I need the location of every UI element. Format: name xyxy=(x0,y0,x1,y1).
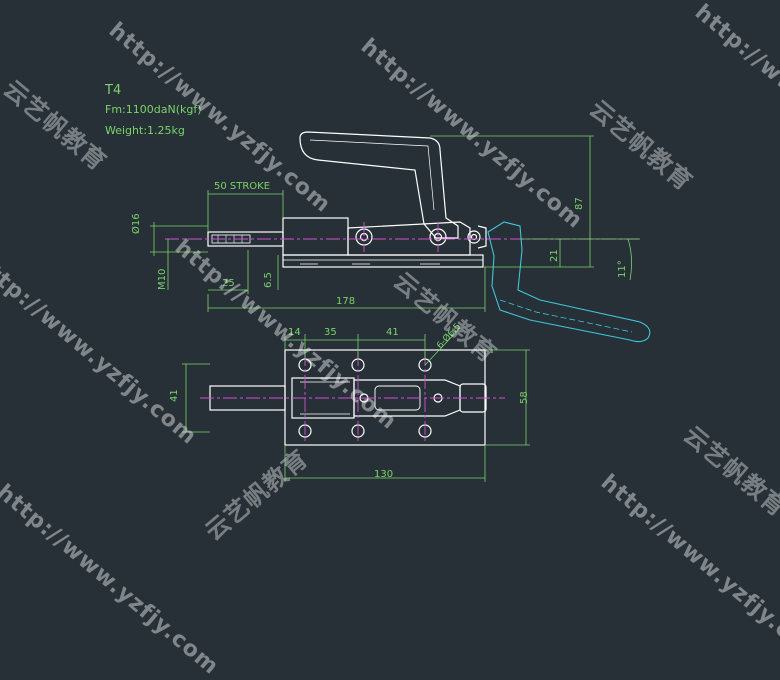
base-plate xyxy=(282,254,484,268)
body-block xyxy=(282,217,349,256)
top-centerlines xyxy=(200,352,505,443)
dim-130: 130 xyxy=(374,469,394,480)
dim-41-side: 41 xyxy=(169,389,180,402)
dim-178: 178 xyxy=(336,296,356,307)
top-dimensions xyxy=(182,327,530,482)
drawing-canvas xyxy=(150,131,651,482)
dim-14: 14 xyxy=(288,327,301,338)
phantom-handle-open xyxy=(487,221,651,343)
dim-stroke: 50 STROKE xyxy=(214,181,271,192)
dim-thread: M10 xyxy=(157,268,168,290)
side-view xyxy=(207,131,487,268)
dim-58: 58 xyxy=(519,391,530,404)
dim-41-top: 41 xyxy=(386,327,399,338)
dim-21: 21 xyxy=(549,249,560,262)
spec-weight: Weight:1.25kg xyxy=(105,124,185,137)
spec-model: T4 xyxy=(105,83,122,98)
side-dimensions xyxy=(150,135,640,312)
dim-25: 25 xyxy=(222,278,235,289)
spec-force: Fm:1100daN(kgf) xyxy=(105,103,202,116)
handle xyxy=(299,131,459,239)
dim-angle: 11° xyxy=(617,260,628,278)
pivot-3 xyxy=(467,230,481,244)
dim-rod-dia: Ø16 xyxy=(131,213,142,234)
dim-35: 35 xyxy=(324,327,337,338)
dim-6-5: 6.5 xyxy=(263,272,274,288)
